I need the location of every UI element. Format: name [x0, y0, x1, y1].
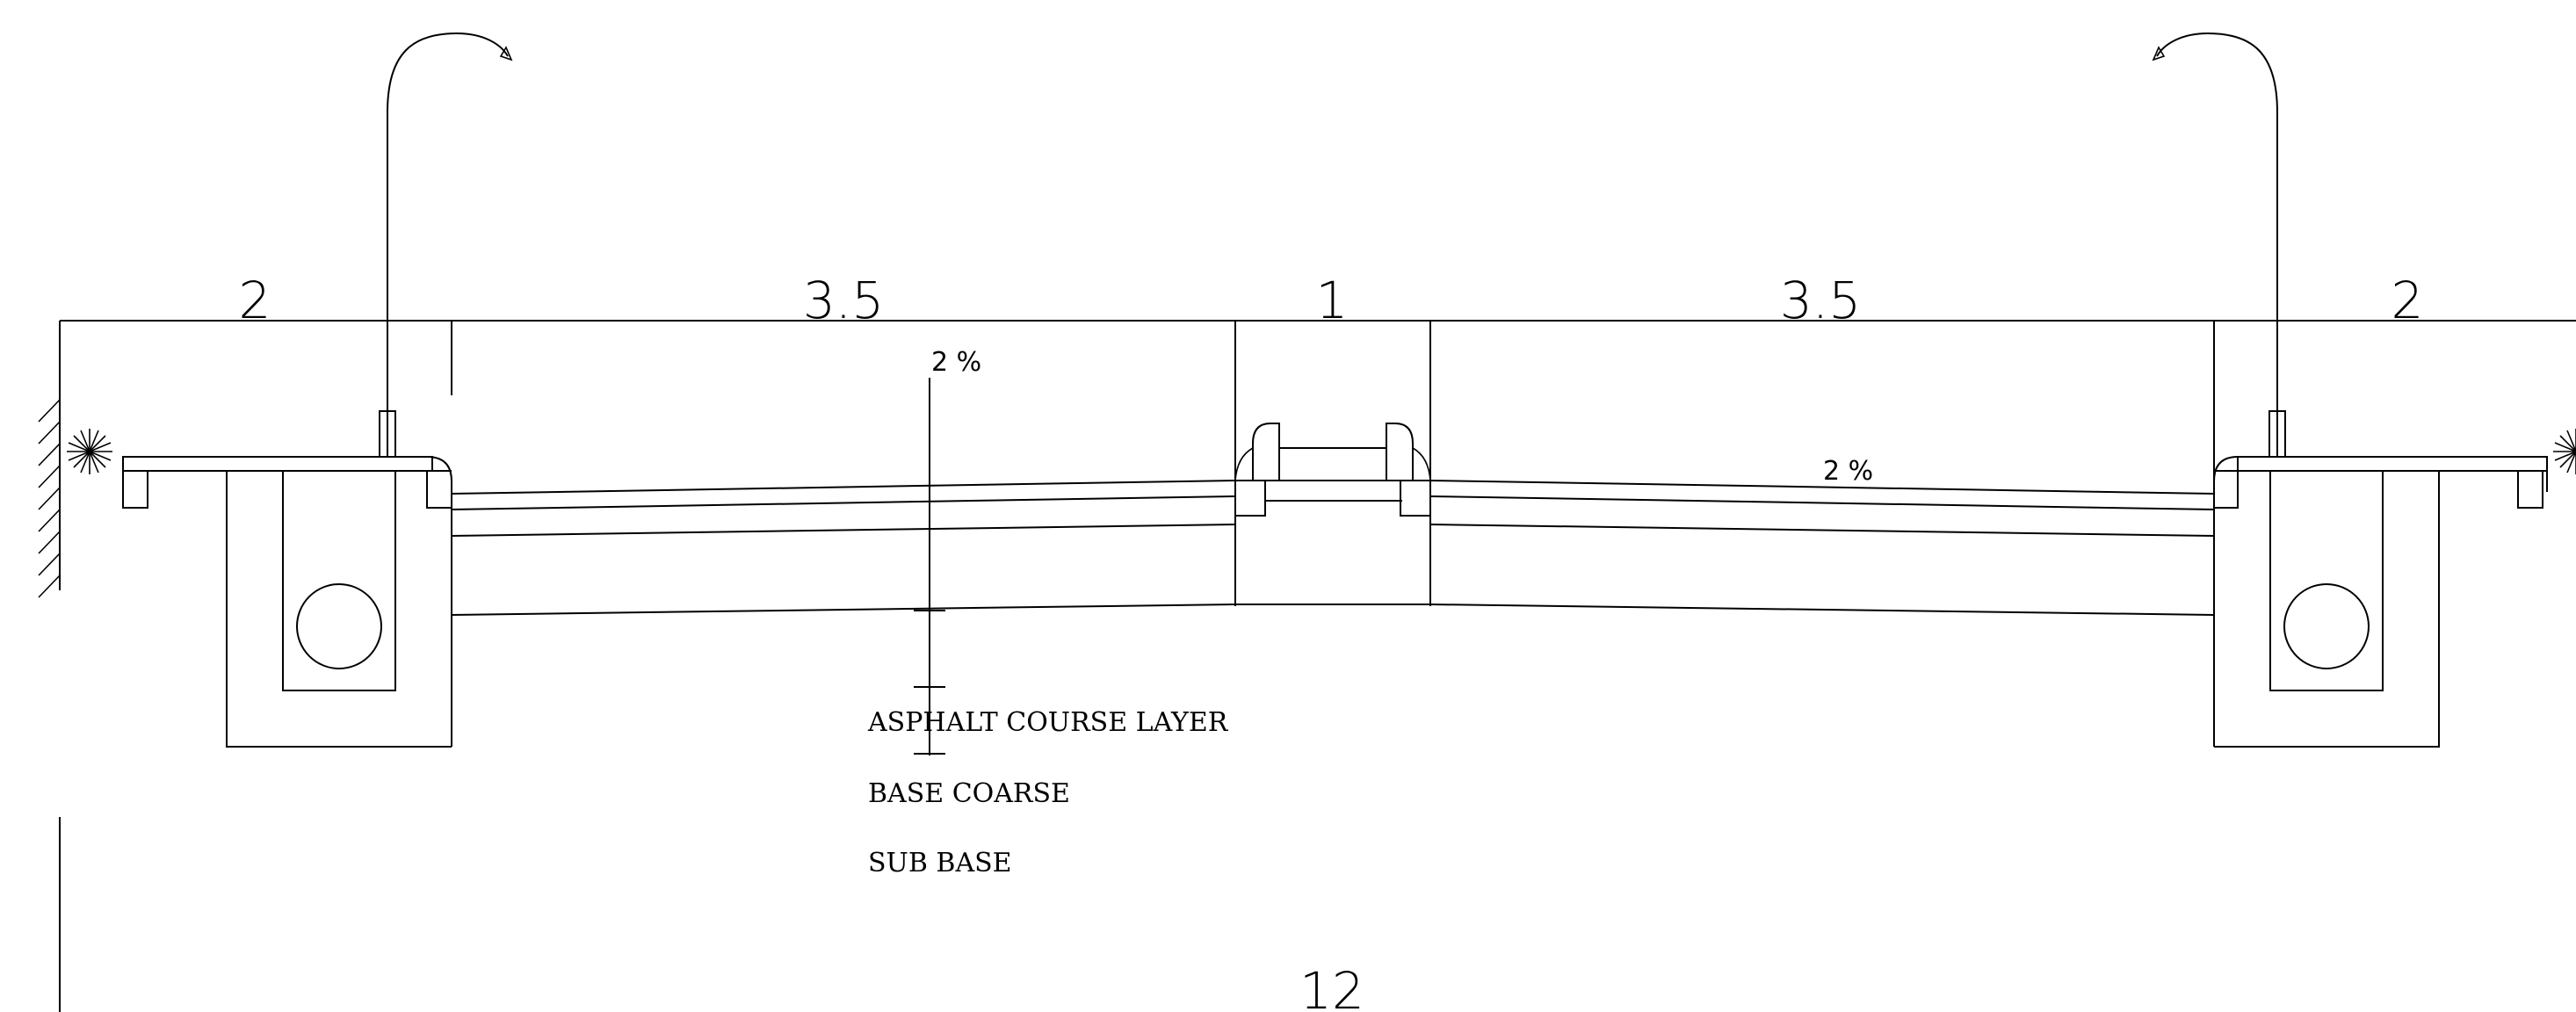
dim-median: 1 — [1316, 271, 1349, 330]
left-slope-marker — [914, 378, 945, 755]
left-sidewalk — [122, 456, 452, 747]
right-slope-label: 2 % — [1823, 456, 1873, 487]
dim-left-lane: 3.5 — [803, 271, 884, 330]
dim-left-sidewalk: 2 — [239, 271, 271, 330]
right-sidewalk — [2213, 456, 2548, 747]
right-plant-icon — [2553, 429, 2576, 474]
dim-right-lane: 3.5 — [1780, 271, 1861, 330]
left-boundary-wall — [38, 395, 61, 598]
median-island — [1234, 423, 1431, 605]
right-street-light — [2152, 32, 2286, 458]
left-pipe-icon — [296, 583, 382, 669]
right-carriageway-layers — [1429, 480, 2215, 616]
right-pipe-icon — [2283, 583, 2370, 669]
left-street-light — [379, 32, 513, 458]
left-slope-label: 2 % — [931, 347, 981, 378]
right-utility-duct — [2214, 470, 2440, 748]
top-dimension-line — [59, 320, 2576, 606]
dim-total: 12 — [1299, 961, 1364, 1012]
dim-right-sidewalk: 2 — [2391, 271, 2424, 330]
left-plant-icon — [67, 429, 112, 474]
left-carriageway-layers — [451, 480, 1236, 616]
asphalt-layer-label: ASPHALT COURSE LAYER — [867, 707, 1229, 738]
base-layer-label: BASE COARSE — [868, 778, 1070, 809]
left-utility-duct — [226, 470, 452, 748]
subbase-layer-label: SUB BASE — [868, 848, 1012, 878]
